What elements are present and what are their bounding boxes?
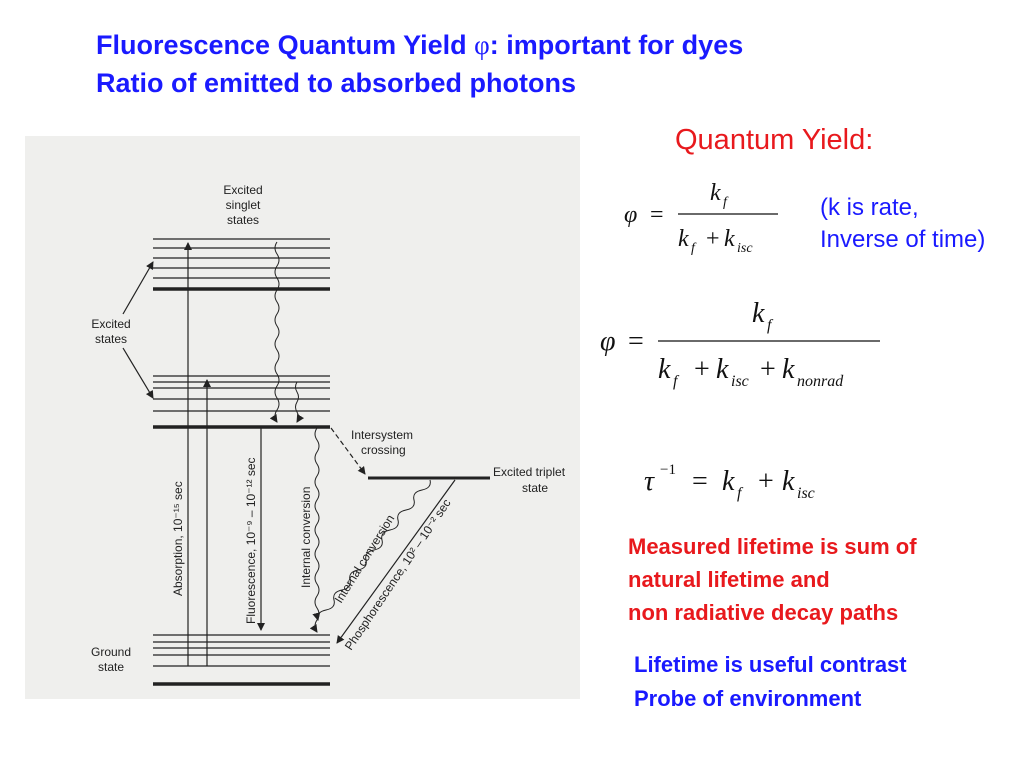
svg-text:k: k [724,226,735,252]
blue-line-1: Lifetime is useful contrast [634,652,907,677]
excited-states-pointer-2 [122,347,154,399]
ground-state-levels [153,634,330,686]
label-fluorescence: Fluorescence, 10⁻⁹ – 10⁻¹² sec [244,457,258,624]
svg-text:φ: φ [600,326,616,357]
phosphorescence-arrow [336,479,456,644]
internal-conversion-wave-2 [295,381,305,423]
label-intersystem-2: crossing [361,443,406,457]
svg-text:f: f [723,195,729,210]
slide-title: Fluorescence Quantum Yield φ: important … [96,26,743,102]
svg-text:nonrad: nonrad [797,373,844,390]
quantum-yield-heading: Quantum Yield: [675,124,874,156]
svg-text:f: f [737,485,744,502]
title-line-2: Ratio of emitted to absorbed photons [96,68,576,98]
svg-text:f: f [767,317,774,334]
lifetime-explanation: Measured lifetime is sum of natural life… [628,530,917,629]
svg-text:=: = [692,466,708,497]
label-triplet-2: state [522,481,548,495]
note-line-1: (k is rate, [820,194,919,221]
label-absorption: Absorption, 10⁻¹⁵ sec [171,481,185,596]
jablonski-diagram: Excited singlet states Excited states In… [25,136,580,699]
svg-text:f: f [691,241,697,256]
svg-text:+: + [694,354,710,385]
svg-text:isc: isc [797,485,815,502]
intersystem-crossing-arrow [330,427,366,475]
red-line-1: Measured lifetime is sum of [628,534,917,559]
label-excited-singlet-3: states [227,213,259,227]
svg-text:=: = [628,326,644,357]
svg-text:φ: φ [624,202,637,228]
label-excited-singlet-2: singlet [226,198,261,212]
label-excited-states-2: states [95,332,127,346]
svg-text:−1: −1 [660,462,676,478]
svg-text:k: k [782,466,795,497]
svg-text:+: + [758,466,774,497]
note-line-2: Inverse of time) [820,226,986,253]
svg-text:f: f [673,373,680,390]
lifetime-usefulness: Lifetime is useful contrast Probe of env… [634,648,907,716]
svg-text:k: k [710,180,721,206]
svg-text:+: + [706,226,720,252]
red-line-2: natural lifetime and [628,567,830,592]
label-internal-conversion: Internal conversion [299,487,313,588]
red-line-3: non radiative decay paths [628,600,899,625]
phi-symbol: φ [474,30,490,60]
label-ground-1: Ground [91,645,131,659]
svg-text:k: k [722,466,735,497]
svg-text:k: k [658,354,671,385]
label-excited-singlet-1: Excited [223,183,262,197]
internal-conversion-wave-1 [269,241,280,423]
equation-quantum-yield-simple: φ = k f k f + k isc [620,172,790,262]
blue-line-2: Probe of environment [634,686,862,711]
label-ground-2: state [98,660,124,674]
triplet-internal-conversion-wave [312,479,431,621]
svg-text:k: k [678,226,689,252]
svg-text:=: = [650,202,664,228]
label-triplet-1: Excited triplet [493,465,566,479]
equation-lifetime: τ −1 = k f + k isc [640,452,860,512]
svg-text:k: k [716,354,729,385]
excited-states-pointer-1 [122,261,154,315]
label-intersystem-1: Intersystem [351,428,413,442]
svg-text:k: k [752,298,765,329]
svg-text:isc: isc [737,241,753,256]
label-excited-states-1: Excited [91,317,130,331]
lower-singlet-levels [153,375,330,429]
rate-note: (k is rate, Inverse of time) [820,192,985,256]
internal-conversion-wave-3 [309,427,320,633]
svg-text:k: k [782,354,795,385]
title-line-1: Fluorescence Quantum Yield φ: important … [96,30,744,60]
svg-text:+: + [760,354,776,385]
svg-text:τ: τ [644,466,655,497]
svg-text:isc: isc [731,373,749,390]
upper-singlet-levels [153,238,330,291]
equation-quantum-yield-full: φ = k f k f + k isc + k nonrad [596,290,896,400]
